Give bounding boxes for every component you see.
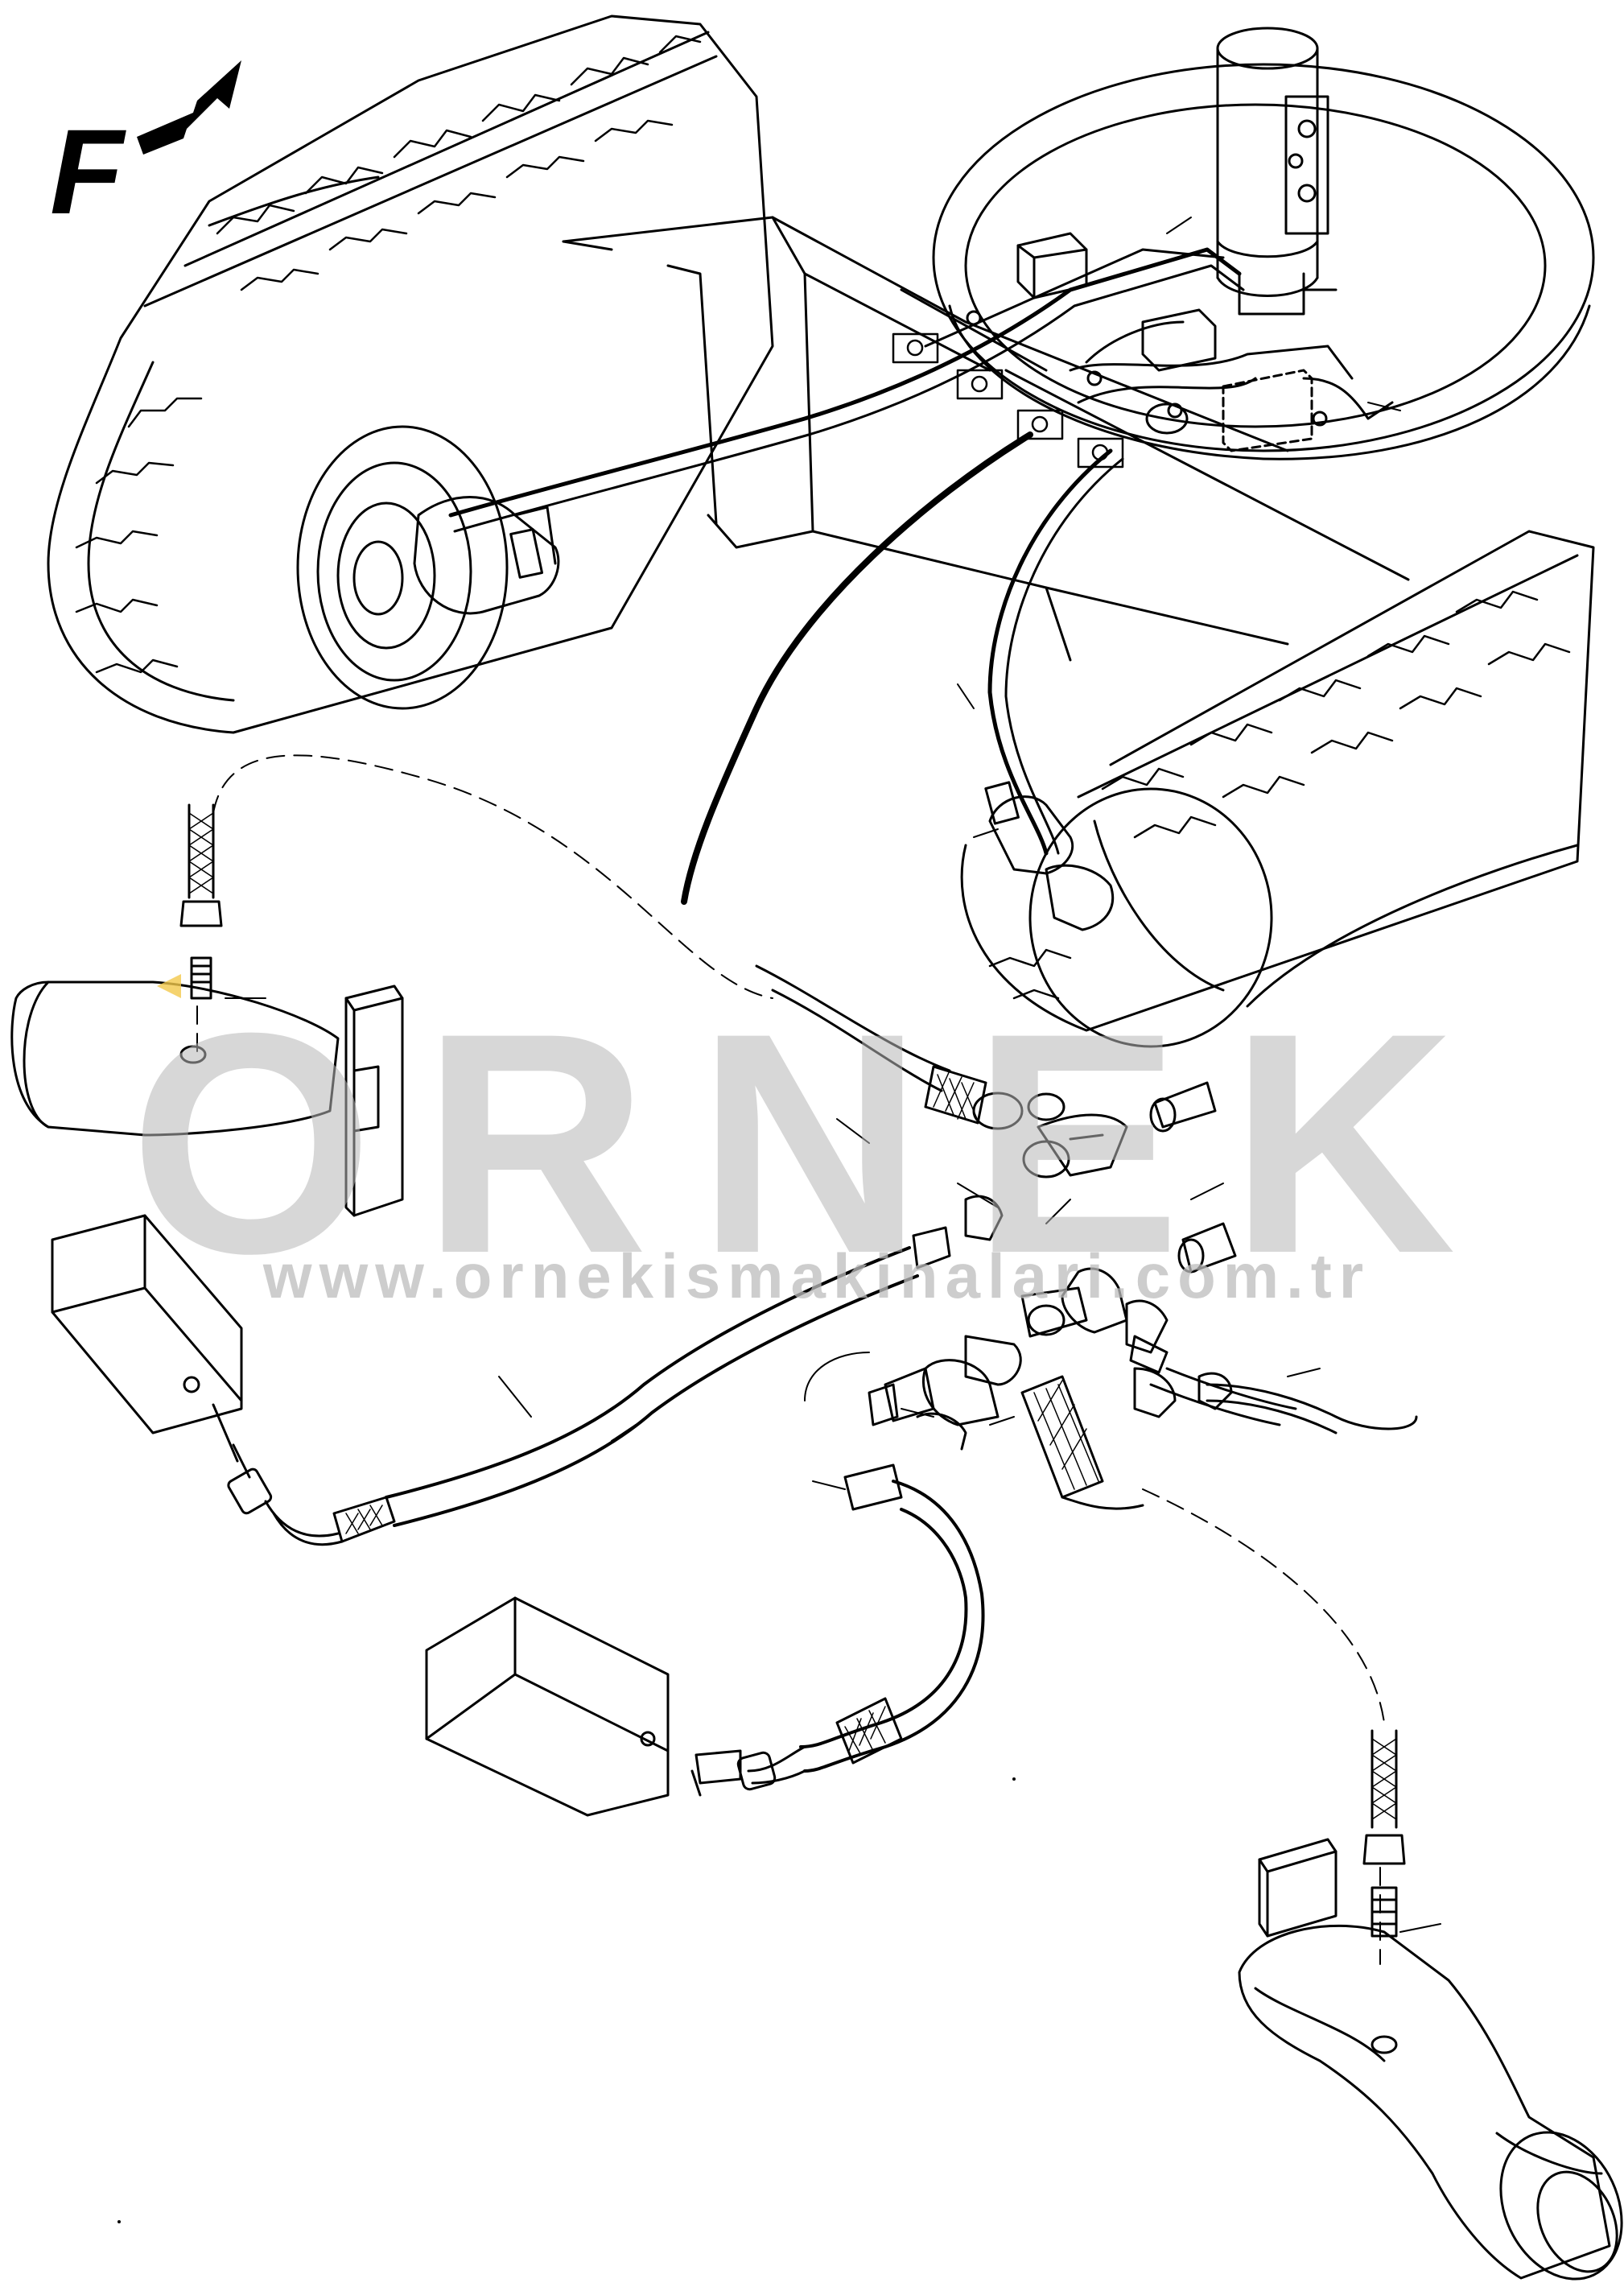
scan-specks <box>117 1777 1016 2223</box>
watermark-url: www.ornekismakinalari.com.tr <box>262 1240 1371 1311</box>
left-crawler-track <box>47 14 774 734</box>
direction-letter: F <box>50 104 126 239</box>
hose-assembly-left <box>212 1226 951 1546</box>
left-travel-motor-exploded <box>10 980 404 1217</box>
upper-hose-routing <box>448 247 1394 905</box>
highlight-marker <box>157 974 181 998</box>
valve-block-left <box>51 1214 243 1434</box>
hose-end-left-motor <box>157 803 223 1000</box>
hose-end-right-motor <box>1238 1729 1623 2281</box>
hose-assembly-lower-left <box>690 1352 985 1797</box>
direction-arrow-icon <box>137 60 241 155</box>
center-swivel-joint <box>1216 27 1338 316</box>
swing-bearing-ring <box>932 63 1595 460</box>
front-direction-marker: F <box>50 60 241 239</box>
right-crawler-track <box>960 530 1595 1048</box>
hose-assembly-right-lower <box>1020 1367 1418 1510</box>
undercarriage-frame <box>562 216 1410 662</box>
hose-clamps <box>892 332 1124 469</box>
watermark-logo: ORNEK <box>129 968 1505 1319</box>
callout-leader-lines <box>225 217 1441 1933</box>
dashed-leader-lines <box>196 754 1385 1965</box>
valve-block-lower <box>425 1596 670 1817</box>
